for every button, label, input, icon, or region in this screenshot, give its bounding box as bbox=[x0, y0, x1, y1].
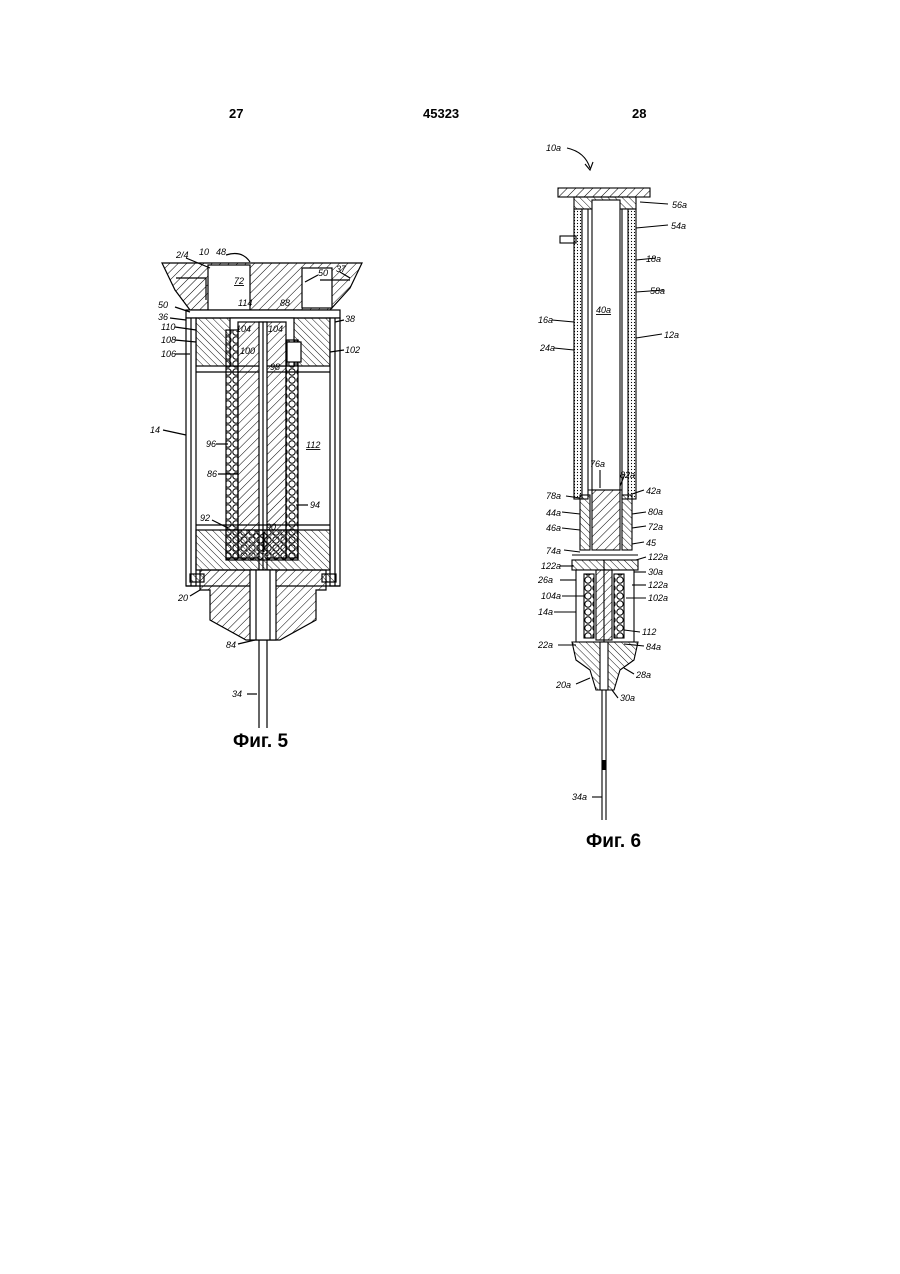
figure-5 bbox=[162, 254, 362, 728]
fig6-label: 24a bbox=[539, 343, 555, 353]
fig6-label: 82a bbox=[620, 470, 635, 480]
fig6-label: 30a bbox=[648, 567, 663, 577]
fig6-label: 76a bbox=[590, 459, 605, 469]
fig5-label: 50 bbox=[158, 300, 168, 310]
fig6-label: 104a bbox=[541, 591, 561, 601]
fig6-label: 28a bbox=[635, 670, 651, 680]
fig5-label: 112 bbox=[306, 440, 320, 450]
fig6-label: 14a bbox=[538, 607, 553, 617]
fig6-label: 80a bbox=[648, 507, 663, 517]
fig5-label: 96 bbox=[206, 439, 216, 449]
fig6-label: 42a bbox=[646, 486, 661, 496]
fig5-label: 38 bbox=[345, 314, 355, 324]
fig5-label: 50 bbox=[318, 268, 328, 278]
fig6-label: 46a bbox=[546, 523, 561, 533]
fig6-label: 102a bbox=[648, 593, 668, 603]
fig6-label: 40a bbox=[596, 305, 611, 315]
fig6-label: 26a bbox=[537, 575, 553, 585]
fig5-label: 102 bbox=[345, 345, 360, 355]
fig5-label: 84 bbox=[226, 640, 236, 650]
fig6-label: 72a bbox=[648, 522, 663, 532]
fig6-label: 30a bbox=[620, 693, 635, 703]
fig5-label: 20 bbox=[177, 593, 188, 603]
fig5-label: 92 bbox=[200, 513, 210, 523]
fig6-label: 16a bbox=[538, 315, 553, 325]
fig6-label: 12a bbox=[664, 330, 679, 340]
figure-6-caption: Фиг. 6 bbox=[586, 831, 641, 853]
fig6-label: 34a bbox=[572, 792, 587, 802]
fig5-label: 110 bbox=[161, 322, 175, 332]
fig6-label: 22a bbox=[537, 640, 553, 650]
fig5-label: 104 bbox=[268, 324, 283, 334]
fig6-label: 20a bbox=[555, 680, 571, 690]
fig5-label: 94 bbox=[310, 500, 320, 510]
fig5-label: 98 bbox=[270, 362, 280, 372]
fig6-label: 122a bbox=[541, 561, 561, 571]
fig5-label: 108 bbox=[161, 335, 176, 345]
fig5-label: 106 bbox=[161, 349, 176, 359]
fig6-label: 122a bbox=[648, 552, 668, 562]
figure-6 bbox=[552, 148, 668, 820]
fig5-label: 72 bbox=[234, 276, 244, 286]
fig5-label: 34 bbox=[232, 689, 242, 699]
fig5-label: 90 bbox=[266, 522, 276, 532]
fig5-label: 114 bbox=[238, 298, 252, 308]
fig6-label: 18a bbox=[646, 254, 661, 264]
fig5-label: 10 bbox=[199, 247, 209, 257]
fig6-label: 84a bbox=[646, 642, 661, 652]
fig5-label: 88 bbox=[280, 298, 290, 308]
fig6-label: 44a bbox=[546, 508, 561, 518]
fig6-label: 112 bbox=[642, 627, 656, 637]
fig6-label: 54a bbox=[671, 221, 686, 231]
fig5-label: 37 bbox=[336, 264, 347, 274]
fig6-label: 74a bbox=[546, 546, 561, 556]
fig5-label: 86 bbox=[207, 469, 217, 479]
fig6-label: 58a bbox=[650, 286, 665, 296]
figure-5-caption: Фиг. 5 bbox=[233, 731, 288, 753]
fig6-label: 78a bbox=[546, 491, 561, 501]
fig6-label: 45 bbox=[646, 538, 657, 548]
fig5-label: 14 bbox=[150, 425, 160, 435]
fig6-label: 56a bbox=[672, 200, 687, 210]
fig6-label: 10a bbox=[546, 143, 561, 153]
fig5-label: 48 bbox=[216, 247, 226, 257]
fig5-label: 36 bbox=[158, 312, 168, 322]
fig5-label: 2/4 bbox=[175, 250, 189, 260]
fig5-label: 104 bbox=[236, 324, 251, 334]
fig6-label: 122a bbox=[648, 580, 668, 590]
fig5-label: 100 bbox=[240, 346, 255, 356]
